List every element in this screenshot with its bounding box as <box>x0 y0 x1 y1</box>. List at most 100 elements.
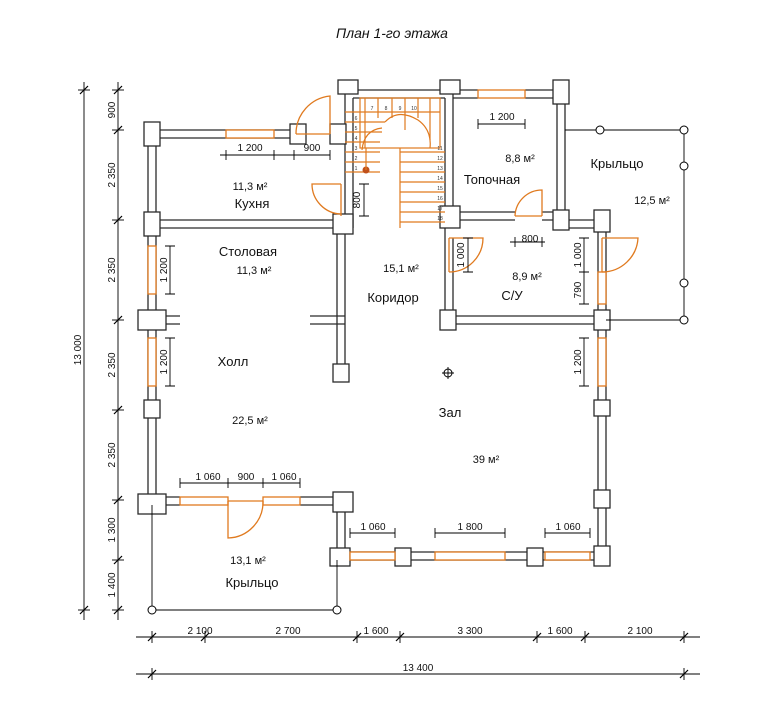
svg-text:1 200: 1 200 <box>573 349 584 374</box>
svg-text:1 200: 1 200 <box>159 257 170 282</box>
hall-area: 22,5 м² <box>232 415 268 427</box>
svg-text:800: 800 <box>352 191 363 208</box>
dim-slash <box>200 632 210 642</box>
dim-slash <box>679 632 689 642</box>
svg-text:1 000: 1 000 <box>456 242 467 267</box>
corner <box>593 399 611 417</box>
dim-bottom-label: 2 100 <box>627 626 652 637</box>
dim-slash <box>395 632 405 642</box>
stair-step-number: 9 <box>399 106 402 112</box>
window-boiler <box>477 89 526 99</box>
dim-left-label: 2 350 <box>107 162 118 187</box>
window-south-2 <box>434 551 506 561</box>
corner <box>552 209 570 231</box>
wall-kitchen-dining <box>156 219 345 229</box>
corner <box>143 211 161 237</box>
dim-bottom-label: 2 700 <box>275 626 300 637</box>
dim-left-label: 900 <box>107 101 118 118</box>
kitchen-area: 11,3 м² <box>233 181 268 193</box>
stair-step-number: 13 <box>437 166 443 172</box>
stair-step-number: 2 <box>355 156 358 162</box>
dim-slash <box>580 632 590 642</box>
svg-text:790: 790 <box>573 281 584 298</box>
dim-slash <box>679 669 689 679</box>
stair-step-number: 10 <box>411 106 417 112</box>
dim-bottom-label: 2 100 <box>187 626 212 637</box>
door-front-porch <box>227 500 264 539</box>
svg-text:1 060: 1 060 <box>360 522 385 533</box>
corner <box>143 399 161 419</box>
post <box>595 125 605 135</box>
porch-side-name: Крыльцо <box>590 156 643 171</box>
porch-front-name: Крыльцо <box>225 575 278 590</box>
corner <box>394 547 412 567</box>
svg-text:1 200: 1 200 <box>159 349 170 374</box>
dim-slash <box>113 315 123 325</box>
window-front-left <box>179 496 229 506</box>
wall-boiler-south-a <box>453 211 515 221</box>
stair-turn <box>384 113 431 149</box>
stair-step-number: 6 <box>355 116 358 122</box>
column-cross <box>442 367 454 379</box>
corner <box>439 79 461 95</box>
window-front-right <box>262 496 301 506</box>
dim-slash <box>147 669 157 679</box>
dim-bottom-label: 1 600 <box>363 626 388 637</box>
boiler-area: 8,8 м² <box>505 153 535 165</box>
dim-slash <box>352 632 362 642</box>
dining-area: 11,3 м² <box>237 265 272 277</box>
post <box>147 605 157 615</box>
dim-left-label: 1 300 <box>107 517 118 542</box>
porch-front-outline <box>151 505 338 611</box>
corner <box>593 209 611 233</box>
porch-side-area: 12,5 м² <box>634 195 670 207</box>
dim-slash <box>113 85 123 95</box>
corner <box>143 121 161 147</box>
doors <box>227 95 639 539</box>
stair-step-number: 1 <box>355 166 358 172</box>
room-labels: 11,3 м² Кухня Столовая 11,3 м² Холл 22,5… <box>218 153 670 590</box>
svg-text:1 000: 1 000 <box>573 242 584 267</box>
stair-treads-top <box>364 98 431 148</box>
svg-text:1 060: 1 060 <box>271 472 296 483</box>
living-area: 39 м² <box>473 454 500 466</box>
dining-name: Столовая <box>219 244 277 259</box>
corner <box>526 547 544 567</box>
post <box>679 125 689 135</box>
stair-step-number: 5 <box>355 126 358 132</box>
stair-step-number: 14 <box>437 176 443 182</box>
dim-slash <box>79 605 89 615</box>
stair-step-number: 16 <box>437 196 443 202</box>
corner <box>332 491 354 513</box>
stair-treads-left <box>345 111 440 173</box>
post <box>679 161 689 171</box>
door-bath <box>448 237 484 273</box>
door-kitchen-entry <box>295 95 331 135</box>
dim-slash <box>113 215 123 225</box>
window-south-3 <box>544 551 591 561</box>
dim-left-label: 2 350 <box>107 257 118 282</box>
wall-dining-east <box>336 228 346 372</box>
post <box>679 315 689 325</box>
plan-title: План 1-го этажа <box>336 25 448 41</box>
door-boiler <box>514 189 543 217</box>
dim-slash <box>113 555 123 565</box>
stair-step-number: 12 <box>437 156 443 162</box>
porch-side-outline <box>565 129 685 321</box>
stair-step-number: 15 <box>437 186 443 192</box>
corner <box>329 123 347 145</box>
stair-step-number: 4 <box>355 136 358 142</box>
door-side-porch <box>601 237 639 273</box>
window-south-1 <box>349 551 396 561</box>
stair-step-number: 8 <box>385 106 388 112</box>
dim-slash <box>532 632 542 642</box>
svg-text:1 060: 1 060 <box>555 522 580 533</box>
dim-left-label: 2 350 <box>107 352 118 377</box>
stair-step-number: 17 <box>437 206 443 212</box>
porch-front-area: 13,1 м² <box>230 555 266 567</box>
corner <box>593 489 611 509</box>
dim-left-total: 13 000 <box>73 334 84 365</box>
dim-slash <box>113 605 123 615</box>
hall-name: Холл <box>218 354 249 369</box>
